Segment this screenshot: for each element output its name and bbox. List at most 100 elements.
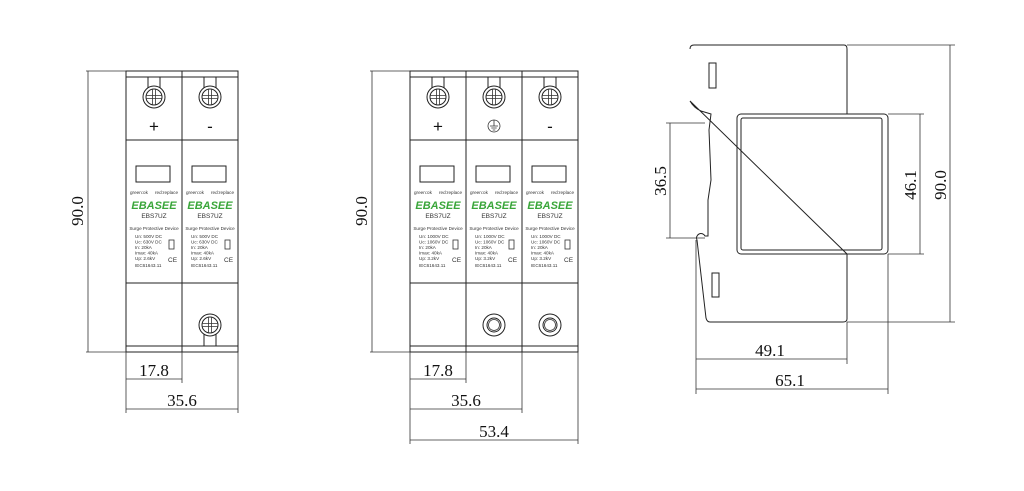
device-type-label: Surge Protective Device bbox=[469, 226, 519, 231]
dim-total-width: 53.4 bbox=[479, 422, 509, 441]
standard-label: IEC61643.11 bbox=[531, 263, 558, 268]
spec-line: Un: 1000V DC bbox=[419, 234, 449, 239]
status-window bbox=[475, 165, 511, 183]
ce-mark-icon: CE bbox=[224, 257, 234, 264]
model-label: EBS7UZ bbox=[141, 213, 166, 220]
polarity-label: + bbox=[149, 117, 159, 136]
status-replace-label: red:replace bbox=[495, 190, 518, 195]
certification-mark-icon bbox=[168, 239, 175, 250]
spec-line: Un: 1000V DC bbox=[531, 234, 561, 239]
spec-line: Imax: 40kA bbox=[531, 251, 555, 256]
brand-logo: EBASEE bbox=[131, 200, 177, 212]
status-window bbox=[419, 165, 455, 183]
device-type-label: Surge Protective Device bbox=[525, 226, 575, 231]
status-ok-label: green:ok bbox=[130, 190, 149, 195]
terminal-screw-icon bbox=[538, 85, 562, 109]
spec-line: Un: 500V DC bbox=[135, 234, 163, 239]
spec-line: In: 20kA bbox=[531, 245, 549, 250]
status-replace-label: red:replace bbox=[155, 190, 178, 195]
dim-height: 90.0 bbox=[352, 196, 371, 226]
brand-logo: EBASEE bbox=[471, 200, 517, 212]
certification-mark-icon bbox=[452, 239, 459, 250]
standard-label: IEC61643.11 bbox=[419, 263, 446, 268]
status-replace-label: red:replace bbox=[211, 190, 234, 195]
terminal-screw-icon bbox=[482, 85, 506, 109]
certification-mark-icon bbox=[564, 239, 571, 250]
dimension-lines bbox=[86, 70, 239, 413]
ground-symbol-icon bbox=[487, 119, 501, 133]
model-label: EBS7UZ bbox=[425, 213, 450, 220]
terminal-screw-icon bbox=[142, 85, 166, 109]
dim-total-width: 35.6 bbox=[167, 391, 197, 410]
side-view: 36.5 46.1 90.0 49.1 65.1 bbox=[651, 44, 955, 394]
ce-mark-icon: CE bbox=[564, 257, 574, 264]
brand-logo: EBASEE bbox=[415, 200, 461, 212]
polarity-label: - bbox=[207, 117, 213, 136]
dim-pole-width: 17.8 bbox=[139, 361, 169, 380]
status-replace-label: red:replace bbox=[551, 190, 574, 195]
spec-line: In: 20kA bbox=[191, 245, 209, 250]
spec-line: Imax: 40kA bbox=[475, 251, 499, 256]
polarity-label: - bbox=[547, 117, 553, 136]
ce-mark-icon: CE bbox=[508, 257, 518, 264]
standard-label: IEC61643.11 bbox=[475, 263, 502, 268]
polarity-label: + bbox=[433, 117, 443, 136]
spec-line: Imax: 40kA bbox=[135, 251, 159, 256]
round-terminal-icon bbox=[482, 313, 506, 337]
spec-line: Up: 3.2kV bbox=[531, 256, 552, 261]
certification-mark-icon bbox=[508, 239, 515, 250]
device-type-label: Surge Protective Device bbox=[185, 226, 235, 231]
model-label: EBS7UZ bbox=[481, 213, 506, 220]
side-slot-top bbox=[708, 62, 717, 89]
spec-line: Imax: 40kA bbox=[419, 251, 443, 256]
spec-line: Uc: 1060V DC bbox=[475, 240, 505, 245]
spec-line: Un: 500V DC bbox=[191, 234, 219, 239]
spec-line: Up: 2.6kV bbox=[135, 256, 156, 261]
spec-line: Up: 2.6kV bbox=[191, 256, 212, 261]
standard-label: IEC61643.11 bbox=[135, 263, 162, 268]
status-replace-label: red:replace bbox=[439, 190, 462, 195]
dim-side-body-depth: 49.1 bbox=[755, 341, 785, 360]
dim-side-total-depth: 65.1 bbox=[775, 371, 805, 390]
standard-label: IEC61643.11 bbox=[191, 263, 218, 268]
device-type-label: Surge Protective Device bbox=[129, 226, 179, 231]
side-housing-outline bbox=[689, 44, 848, 323]
status-ok-label: green:ok bbox=[186, 190, 205, 195]
status-ok-label: green:ok bbox=[470, 190, 489, 195]
spec-line: Uc: 630V DC bbox=[135, 240, 162, 245]
status-window bbox=[191, 165, 227, 183]
spec-line: In: 20kA bbox=[475, 245, 493, 250]
dimension-lines bbox=[370, 70, 579, 444]
side-slot-bottom bbox=[711, 272, 720, 298]
spec-line: In: 20kA bbox=[419, 245, 437, 250]
dim-height: 90.0 bbox=[68, 196, 87, 226]
model-label: EBS7UZ bbox=[537, 213, 562, 220]
model-label: EBS7UZ bbox=[197, 213, 222, 220]
brand-logo: EBASEE bbox=[527, 200, 573, 212]
status-window bbox=[531, 165, 567, 183]
spec-line: Un: 1000V DC bbox=[475, 234, 505, 239]
spec-line: Up: 3.2kV bbox=[475, 256, 496, 261]
status-ok-label: green:ok bbox=[526, 190, 545, 195]
ce-mark-icon: CE bbox=[452, 257, 462, 264]
dim-pole-width: 17.8 bbox=[423, 361, 453, 380]
dim-side-rail-height: 36.5 bbox=[651, 166, 670, 196]
terminal-screw-icon bbox=[198, 313, 222, 337]
side-dimension-lines bbox=[666, 44, 955, 394]
device-type-label: Surge Protective Device bbox=[413, 226, 463, 231]
spec-line: Uc: 1060V DC bbox=[419, 240, 449, 245]
dim-side-height: 90.0 bbox=[931, 170, 950, 200]
spec-line: Imax: 40kA bbox=[191, 251, 215, 256]
side-front-cover-outer bbox=[736, 113, 889, 255]
ce-mark-icon: CE bbox=[168, 257, 178, 264]
terminal-screw-icon bbox=[426, 85, 450, 109]
dim-side-front-height: 46.1 bbox=[901, 170, 920, 200]
brand-logo: EBASEE bbox=[187, 200, 233, 212]
